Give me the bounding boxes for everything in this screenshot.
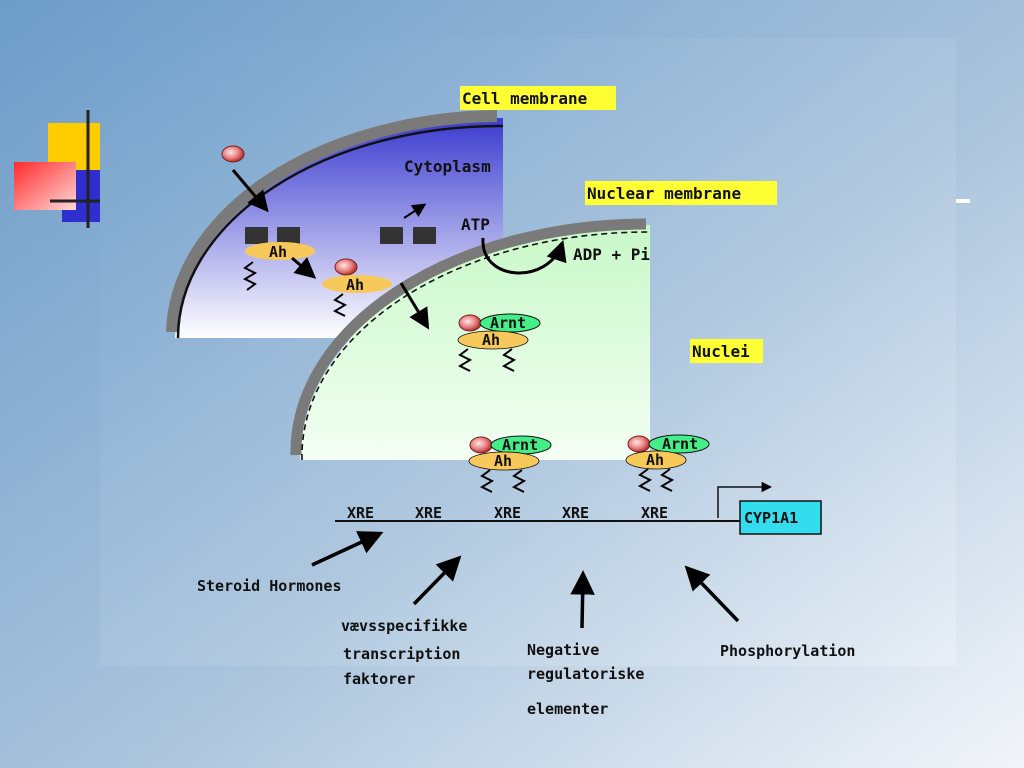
svg-text:Ah: Ah: [482, 331, 500, 349]
ligand-molecule: [221, 145, 245, 163]
svg-text:elementer: elementer: [527, 700, 608, 718]
released-chaperones: [380, 203, 436, 244]
nuclei-label: Nuclei: [690, 339, 763, 363]
xre-site: XRE: [415, 504, 442, 522]
svg-text:transcription: transcription: [343, 645, 460, 663]
svg-text:regulatoriske: regulatoriske: [527, 665, 644, 683]
atp-hydrolysis-arrow: [481, 237, 567, 275]
decorative-squares: [14, 110, 100, 228]
steroid-hormones-arrow: [311, 531, 384, 567]
xre-site: XRE: [494, 504, 521, 522]
svg-text:Nuclei: Nuclei: [692, 342, 750, 361]
svg-text:faktorer: faktorer: [343, 670, 415, 688]
nuclear-membrane-label: Nuclear membrane: [585, 181, 777, 205]
ah-receptor-complex: Ah: [242, 227, 315, 291]
negative-elements-label: Negative regulatoriske elementer: [527, 641, 644, 718]
phosphorylation-arrow: [684, 565, 740, 623]
svg-text:Ah: Ah: [269, 243, 287, 261]
phosphorylation-label: Phosphorylation: [720, 642, 855, 660]
liganded-ah: Ah: [322, 258, 392, 317]
svg-text:Arnt: Arnt: [662, 435, 698, 453]
cell-membrane-label: Cell membrane: [460, 86, 616, 110]
svg-text:Arnt: Arnt: [502, 436, 538, 454]
negative-elements-arrow: [570, 570, 595, 629]
adp-pi-label: ADP + Pi: [573, 245, 650, 264]
svg-text:Negative: Negative: [527, 641, 599, 659]
nuclear-import-arrow: [399, 282, 430, 330]
ligand-entry-arrow: [231, 169, 269, 213]
slide-mark: [956, 199, 970, 203]
svg-text:Nuclear membrane: Nuclear membrane: [587, 184, 741, 203]
ah-arnt-complex-dna-2: Arnt Ah: [625, 434, 710, 492]
ah-arnt-complex-nucleus: Arnt Ah: [457, 313, 541, 372]
cyp1a1-gene-box: CYP1A1: [739, 500, 822, 535]
steroid-hormones-label: Steroid Hormones: [197, 577, 342, 595]
svg-text:CYP1A1: CYP1A1: [744, 509, 798, 527]
xre-site: XRE: [347, 504, 374, 522]
xre-site: XRE: [641, 504, 668, 522]
svg-text:Ah: Ah: [346, 276, 364, 294]
activation-arrow: [291, 256, 317, 279]
atp-label: ATP: [461, 215, 490, 234]
cytoplasm-label: Cytoplasm: [404, 157, 491, 176]
svg-text:Ah: Ah: [494, 452, 512, 470]
tissue-factors-arrow: [412, 555, 462, 606]
ah-arnt-complex-dna-1: Arnt Ah: [468, 435, 552, 493]
xre-site: XRE: [562, 504, 589, 522]
tissue-factors-label: vævsspecifikke transcription faktorer: [341, 617, 467, 688]
xre-sites: XRE XRE XRE XRE XRE: [347, 504, 668, 522]
svg-text:Arnt: Arnt: [490, 314, 526, 332]
svg-text:vævsspecifikke: vævsspecifikke: [341, 617, 467, 635]
svg-text:Cell membrane: Cell membrane: [462, 89, 587, 108]
transcription-start-arrow: [717, 481, 773, 518]
svg-text:Ah: Ah: [646, 451, 664, 469]
